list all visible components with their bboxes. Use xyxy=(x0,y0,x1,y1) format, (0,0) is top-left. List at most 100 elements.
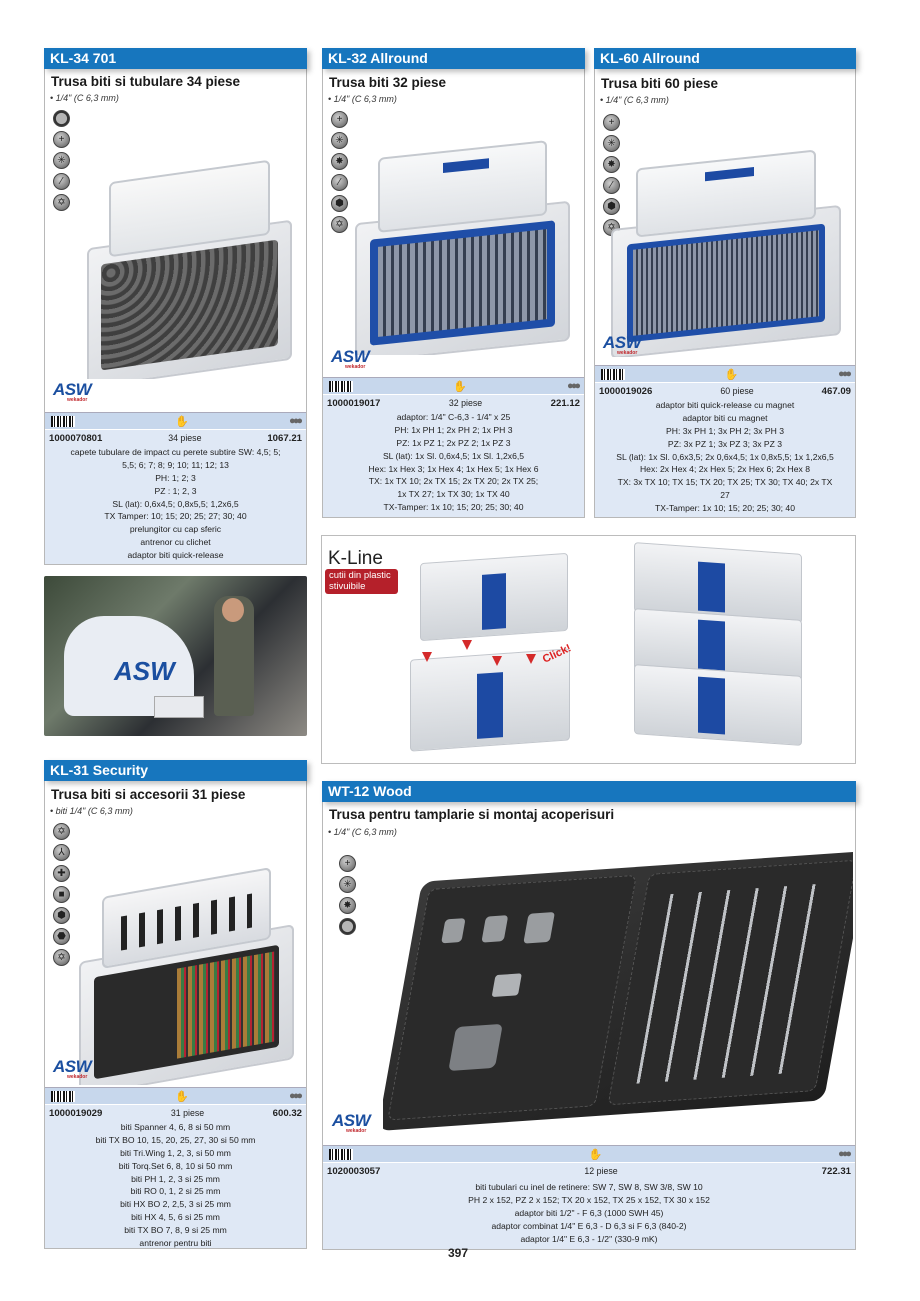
product-header: KL-31 Security xyxy=(44,760,307,781)
spec-line: biti TX BO 7, 8, 9 si 25 mm xyxy=(124,1225,227,1236)
spec-list: biti Spanner 4, 6, 8 si 50 mm biti TX BO … xyxy=(49,1121,302,1250)
arrow-down-icon xyxy=(492,656,502,666)
product-code: 1000070801 xyxy=(49,433,103,444)
product-header: KL-60 Allround xyxy=(594,48,856,69)
workshop-photo: ASW xyxy=(44,576,307,736)
coins-icon: ●●● xyxy=(567,380,581,392)
torq-set-icon: ✚ xyxy=(53,865,70,882)
product-photo xyxy=(605,107,850,357)
pozidriv-icon: ✳ xyxy=(603,135,620,152)
torx-tamper-icon: ✡ xyxy=(331,216,348,233)
barcode-icon xyxy=(51,415,75,427)
spec-line: biti Torq.Set 6, 8, 10 si 50 mm xyxy=(118,1160,233,1171)
spec-line: PH 2 x 152, PZ 2 x 152; TX 20 x 152, TX … xyxy=(468,1194,710,1205)
spec-list: adaptor biti quick-release cu magnet adap… xyxy=(599,399,851,515)
spec-line: adaptor 1/4" E 6,3 - 1/2" (330-9 mK) xyxy=(520,1233,658,1244)
spec-line: biti TX BO 10, 15, 20, 25, 27, 30 si 50 … xyxy=(95,1134,256,1145)
product-subtitle: • 1/4" (C 6,3 mm) xyxy=(328,94,397,104)
spec-line: 27 xyxy=(720,490,730,501)
barcode-icon xyxy=(601,368,625,380)
product-card-wt12: WT-12 Wood Trusa pentru tamplarie si mon… xyxy=(322,781,856,1250)
product-card-kl31: KL-31 Security Trusa biti si accesorii 3… xyxy=(44,760,307,1249)
spec-line: TX: 1x TX 10; 2x TX 15; 2x TX 20; 2x TX … xyxy=(368,476,539,487)
hand-icon: ✋ xyxy=(453,380,467,393)
hand-icon: ✋ xyxy=(175,1090,189,1103)
spec-line: adaptor biti cu magnet xyxy=(682,412,768,423)
product-price: 600.32 xyxy=(272,1108,302,1119)
socket-ring-icon xyxy=(339,918,356,935)
product-subtitle: • 1/4" (C 6,3 mm) xyxy=(328,827,397,837)
spec-line: biti Tri.Wing 1, 2, 3, si 50 mm xyxy=(120,1147,231,1158)
product-card-kl60: KL-60 Allround Trusa biti 60 piese • 1/4… xyxy=(594,48,856,518)
hand-icon: ✋ xyxy=(175,415,189,428)
spec-line: adaptor combinat 1/4" E 6,3 - D 6,3 si F… xyxy=(491,1220,687,1231)
coins-icon: ●●● xyxy=(289,415,303,427)
product-photo xyxy=(75,823,303,1085)
spec-line: antrenor pentru biti xyxy=(139,1238,212,1249)
phillips-icon: + xyxy=(53,131,70,148)
spec-line: biti Spanner 4, 6, 8 si 50 mm xyxy=(120,1121,231,1132)
product-title: Trusa biti 60 piese xyxy=(601,76,719,91)
bit-type-icons: +✳⁄✡ xyxy=(53,110,70,211)
spec-line: adaptor biti quick-release xyxy=(127,550,224,561)
spec-line: biti HX BO 2, 2,5, 3 si 25 mm xyxy=(120,1199,231,1210)
spec-line: Hex: 1x Hex 3; 1x Hex 4; 1x Hex 5; 1x He… xyxy=(368,463,539,474)
product-title: Trusa pentru tamplarie si montaj acoperi… xyxy=(329,807,615,822)
torx-tamper-icon: ✡ xyxy=(53,823,70,840)
spec-line: PH: 1x PH 1; 2x PH 2; 1x PH 3 xyxy=(394,424,513,435)
arrow-down-icon xyxy=(526,654,536,664)
spec-line: PZ: 1x PZ 1; 2x PZ 2; 1x PZ 3 xyxy=(396,437,511,448)
piece-count: 31 piese xyxy=(170,1108,205,1118)
spec-line: adaptor biti 1/2" - F 6,3 (1000 SWH 45) xyxy=(514,1207,664,1218)
torx-tamper-icon: ✡ xyxy=(53,194,70,211)
product-header: KL-32 Allround xyxy=(322,48,585,69)
product-title: Trusa biti si tubulare 34 piese xyxy=(51,74,241,89)
bit-type-icons: +✳✸ xyxy=(339,855,356,935)
product-price: 221.12 xyxy=(550,398,580,409)
spec-line: 1x TX 27; 1x TX 30; 1x TX 40 xyxy=(397,489,510,500)
bit-type-icons: +✳✸⁄⬢✡ xyxy=(603,114,620,236)
hex-tamper-icon: ⬣ xyxy=(53,928,70,945)
arrow-down-icon xyxy=(422,652,432,662)
spec-line: 5,5; 6; 7; 8; 9; 10; 11; 12; 13 xyxy=(122,459,229,470)
spec-line: capete tubulare de impact cu perete subt… xyxy=(70,446,281,457)
spec-line: adaptor biti quick-release cu magnet xyxy=(655,399,795,410)
hex-icon: ⬢ xyxy=(331,195,348,212)
pozidriv-icon: ✳ xyxy=(331,132,348,149)
product-subtitle: • 1/4" (C 6,3 mm) xyxy=(600,95,669,105)
product-title: Trusa biti si accesorii 31 piese xyxy=(51,787,246,802)
barcode-icon xyxy=(329,380,353,392)
product-code: 1000019017 xyxy=(327,398,381,409)
product-photo xyxy=(57,139,302,379)
stacked-case-3 xyxy=(634,664,802,746)
spec-line: SL (lat): 1x Sl. 0,6x3,5; 2x 0,6x4,5; 1x… xyxy=(616,451,834,462)
bit-type-icons: +✳✸⁄⬢✡ xyxy=(331,111,348,233)
product-subtitle: • 1/4" (C 6,3 mm) xyxy=(50,93,119,103)
phillips-icon: + xyxy=(603,114,620,131)
spec-line: biti PH 1, 2, 3 si 25 mm xyxy=(131,1173,220,1184)
barcode-icon xyxy=(329,1148,353,1160)
spec-line: biti tubulari cu inel de retinere: SW 7,… xyxy=(475,1181,703,1192)
info-icon-bar: ✋ ●●● xyxy=(45,1087,306,1104)
square-icon: ■ xyxy=(53,886,70,903)
spec-list: capete tubulare de impact cu perete subt… xyxy=(49,446,302,562)
spec-line: TX Tamper: 10; 15; 20; 25; 27; 30; 40 xyxy=(104,511,247,522)
barcode-icon xyxy=(51,1090,75,1102)
product-price: 722.31 xyxy=(821,1166,851,1177)
piece-count: 32 piese xyxy=(448,398,483,408)
page-number: 397 xyxy=(448,1246,469,1260)
tool-case-image xyxy=(79,867,294,1085)
spec-line: SL (lat): 0,6x4,5; 0,8x5,5; 1,2x6,5 xyxy=(112,498,239,509)
arrow-down-icon xyxy=(462,640,472,650)
piece-count: 34 piese xyxy=(168,433,202,443)
pozidriv-icon: ✳ xyxy=(53,152,70,169)
piece-count: 12 piese xyxy=(584,1166,618,1176)
